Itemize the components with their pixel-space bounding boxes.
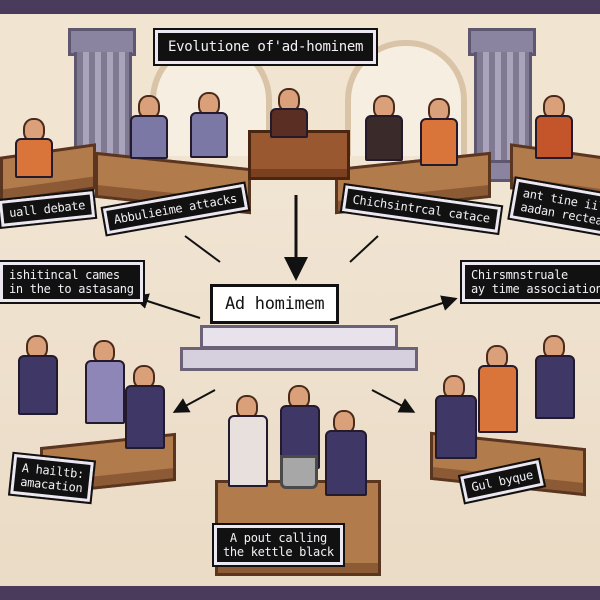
center-label: Ad homimem	[210, 284, 340, 324]
label-kettle-black: A pout calling the kettle black	[212, 523, 345, 567]
bottom-border	[0, 586, 600, 600]
label-guilt-association: A hailtb: amacation	[8, 451, 97, 505]
label-kettle-line1: A pout calling	[229, 531, 327, 545]
label-circumstantial-right: Chirsmnstruale ay time association	[460, 260, 600, 304]
arrow-right	[389, 295, 458, 321]
kettle-pot	[280, 455, 318, 489]
arrow-left	[132, 293, 201, 319]
label-circ-right-line1: Chirsmnstruale	[471, 268, 568, 282]
line-upper-right	[349, 235, 379, 263]
column-right	[474, 52, 532, 162]
label-kettle-line2: the kettle black	[223, 545, 334, 559]
column-left	[74, 52, 132, 162]
label-historical-line2: in the to astasang	[9, 282, 134, 296]
label-circ-right-line2: ay time association	[471, 282, 600, 296]
label-historical-line1: ishitincal cames	[9, 268, 120, 282]
title-label: Evolutione of'ad-hominem	[152, 28, 379, 66]
arrow-lower-right	[371, 389, 416, 413]
arrow-lower-left	[172, 389, 216, 413]
top-border	[0, 0, 600, 14]
label-historical: ishitincal cames in the to astasang	[0, 260, 145, 304]
line-upper-left	[184, 235, 221, 263]
